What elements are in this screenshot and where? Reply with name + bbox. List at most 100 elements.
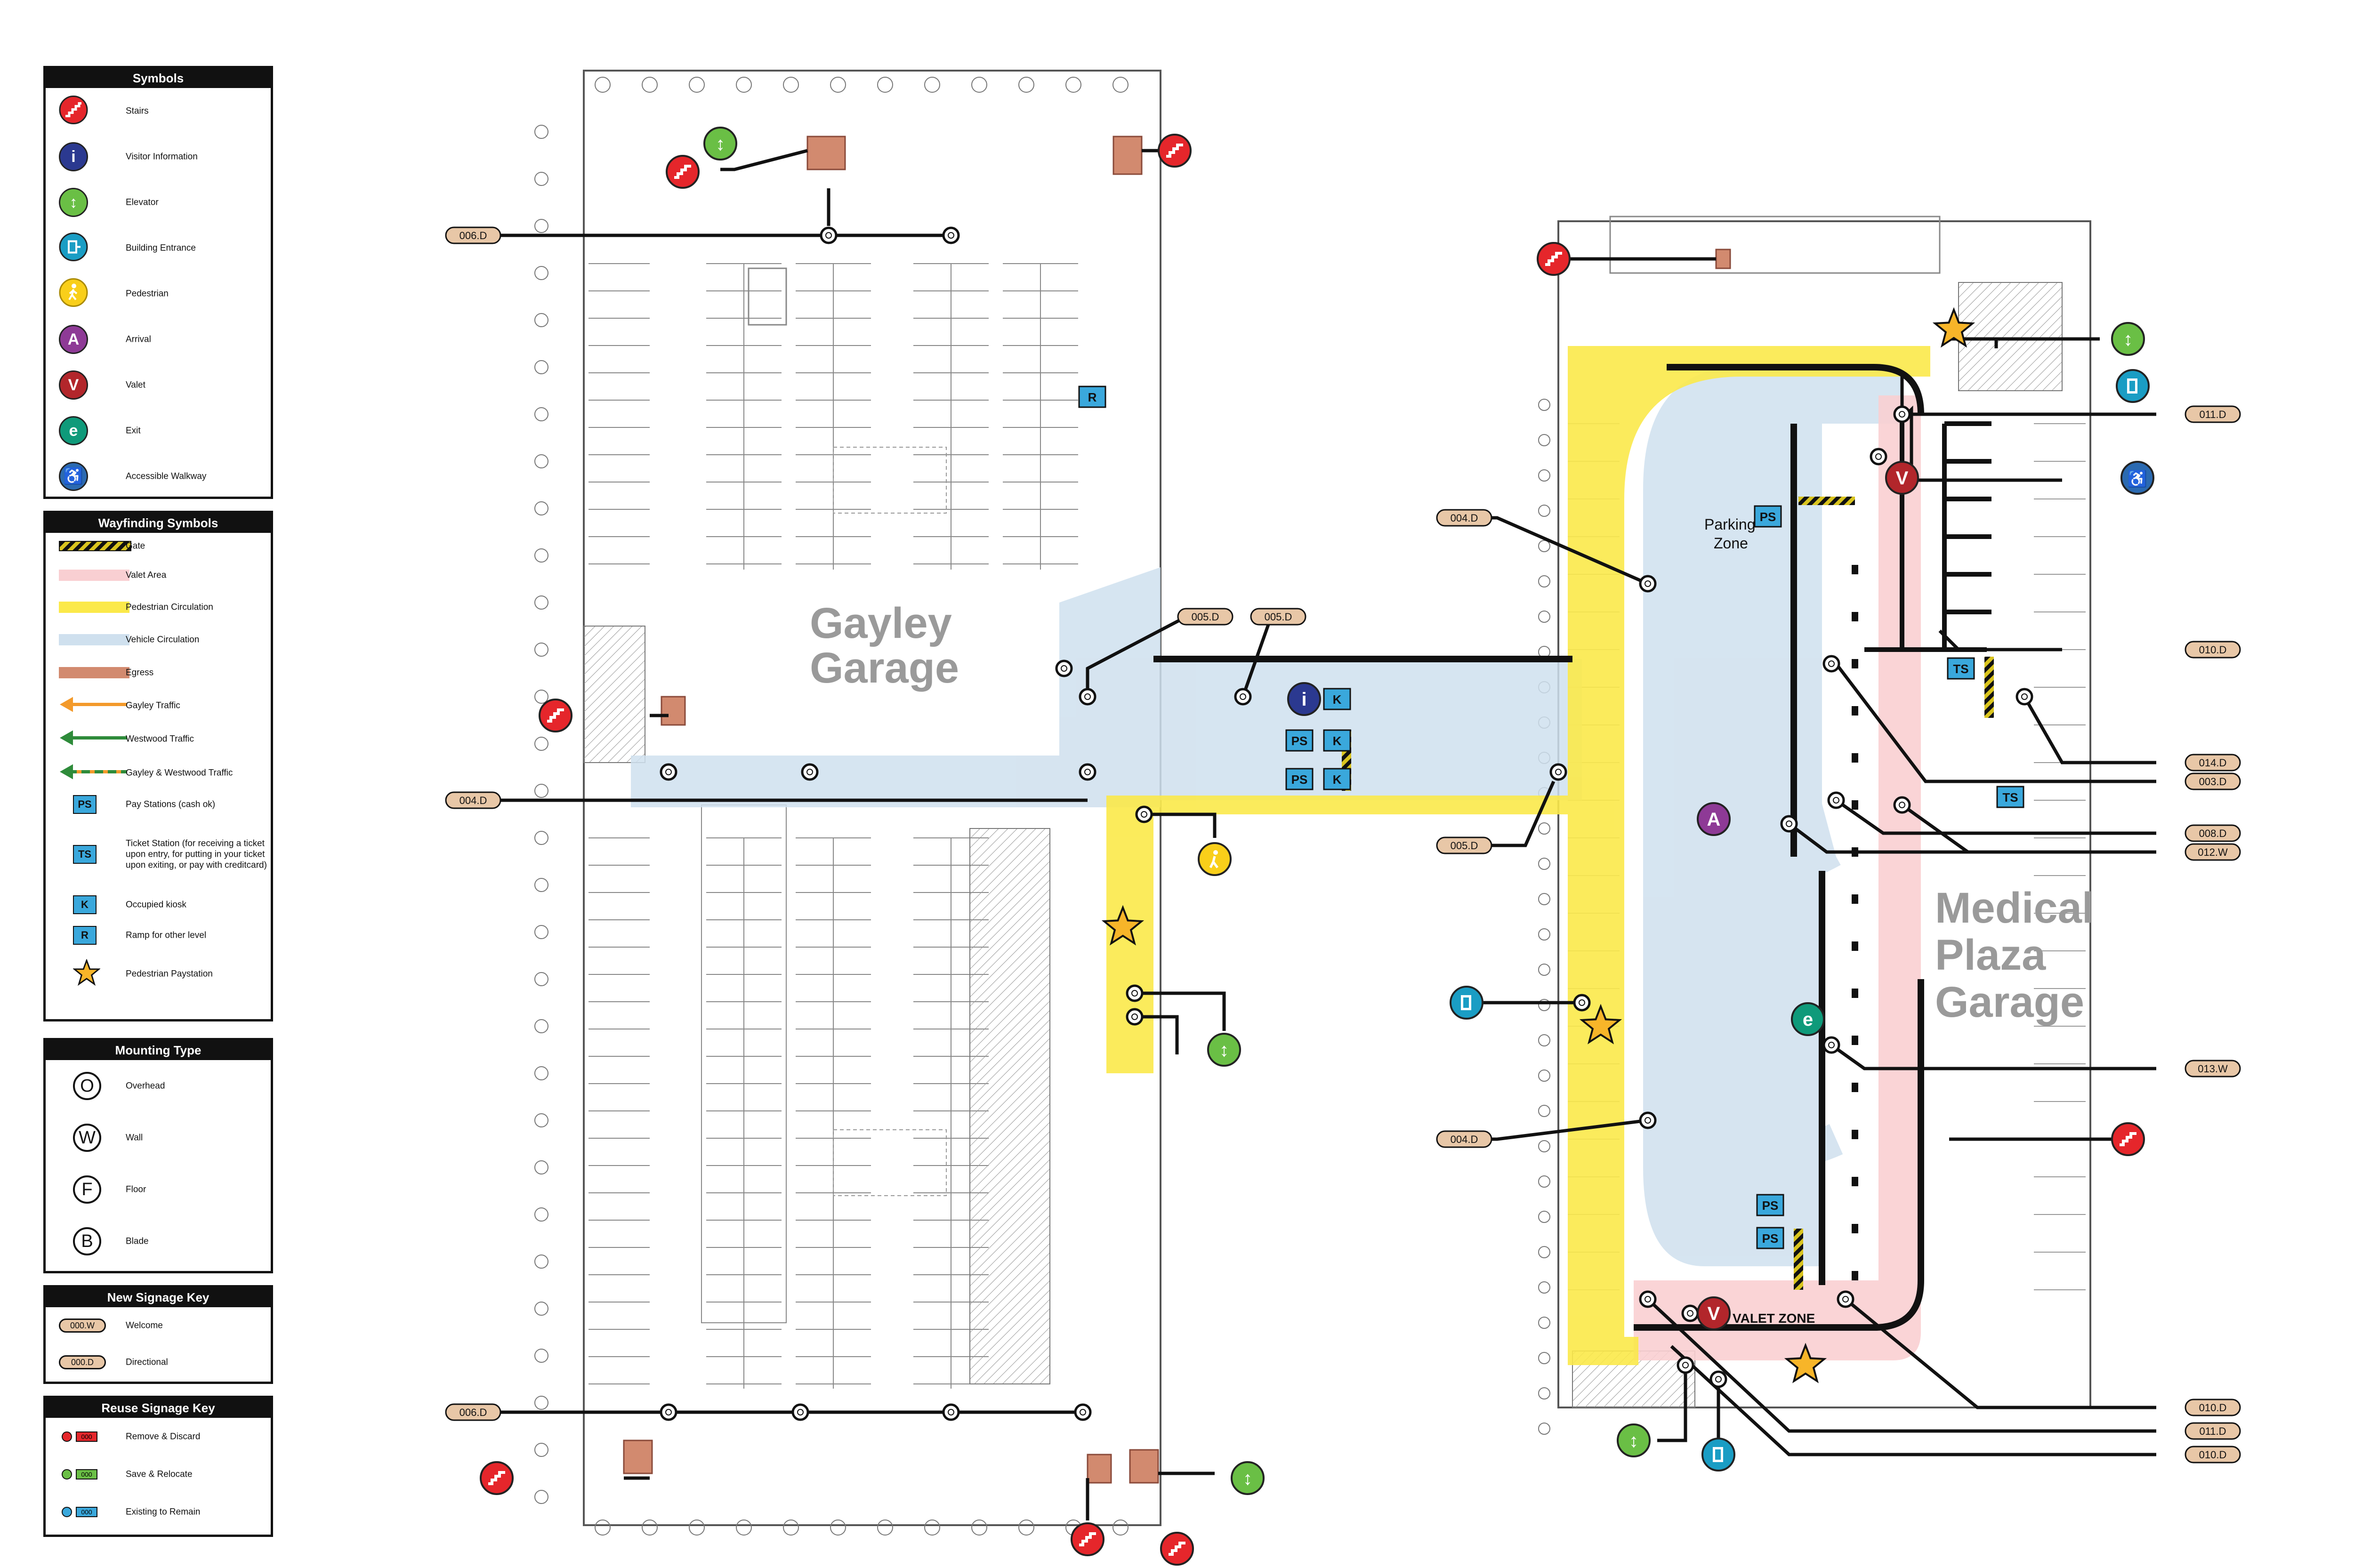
elevator-icon: ↕ <box>703 127 737 161</box>
elevator-icon: ↕ <box>1231 1461 1265 1495</box>
legend-label: Exit <box>126 426 141 435</box>
pedestrian-icon <box>59 278 88 309</box>
info-icon: i <box>1287 682 1321 716</box>
legend-label: Westwood Traffic <box>126 734 194 744</box>
legend-row-accessible: ♿Accessible Walkway <box>46 453 271 499</box>
star-icon <box>1784 1343 1827 1383</box>
ticket-station-icon: TS <box>73 845 97 864</box>
reuse-code-icon: 000 <box>76 1507 97 1517</box>
parking-zone-label-1: Parking <box>1704 516 1756 533</box>
pedestrian-icon <box>1198 842 1232 876</box>
legend-label: Pay Stations (cash ok) <box>126 799 216 810</box>
svg-text:↕: ↕ <box>1219 1040 1229 1061</box>
legend-reuse-signage-title: Reuse Signage Key <box>46 1398 271 1418</box>
sign-tag: 014.D <box>2185 754 2241 772</box>
sign-tag: 005.D <box>1177 608 1233 626</box>
reuse-code-icon: 000 <box>76 1431 97 1442</box>
vehicle-circulation-swatch-icon <box>59 634 129 645</box>
station-key-icon: PS <box>1756 1194 1784 1216</box>
pedestrian-circulation-swatch-icon <box>59 602 129 613</box>
svg-text:e: e <box>1803 1009 1813 1030</box>
station-key-icon: K <box>1323 729 1351 752</box>
svg-text:♿: ♿ <box>2128 470 2147 488</box>
arrival-icon: A <box>59 324 88 354</box>
legend-label: Valet Area <box>126 570 167 580</box>
svg-text:↕: ↕ <box>1243 1468 1252 1489</box>
sign-tag-code: 006.D <box>460 230 487 241</box>
legend-wayfinding-title: Wayfinding Symbols <box>46 513 271 533</box>
gayley-garage-label-1: Gayley <box>810 599 952 647</box>
legend-row-arrival: A Arrival <box>46 316 271 362</box>
valet-area-swatch-icon <box>59 570 129 581</box>
sign-tag: 006.D <box>445 1403 501 1421</box>
sign-tag-code: 010.D <box>2199 1402 2227 1414</box>
svg-text:PS: PS <box>1762 1231 1779 1246</box>
svg-text:V: V <box>1708 1303 1720 1324</box>
legend-row-wayfinding: TS Ticket Station (for receiving a ticket… <box>46 819 271 890</box>
elevator-icon: ↕ <box>1207 1033 1241 1067</box>
star-icon <box>1579 1004 1622 1045</box>
station-key-icon: PS <box>1756 1227 1784 1249</box>
legend-row-wayfinding: Pedestrian Circulation <box>46 591 271 623</box>
legend-label: Pedestrian Paystation <box>126 969 213 979</box>
sign-tag-code: 005.D <box>1265 611 1292 623</box>
sign-tag-code: 003.D <box>2199 776 2227 788</box>
sign-tag-code: 013.W <box>2198 1063 2228 1075</box>
station-key-icon: PS <box>1285 729 1314 752</box>
star-icon <box>1101 905 1145 946</box>
reuse-code-icon: 000 <box>76 1469 97 1480</box>
stairs-icon <box>1158 134 1192 168</box>
legend-label: Pedestrian Circulation <box>126 602 213 612</box>
legend-label: Ticket Station (for receiving a ticket u… <box>126 838 267 870</box>
valet-icon: V <box>59 370 88 400</box>
legend-label: Pedestrian <box>126 289 169 298</box>
legend-row-mounting: F Floor <box>46 1164 271 1215</box>
legend-label: Gate <box>126 541 145 551</box>
mounting-wall-icon: W <box>73 1124 101 1152</box>
valet-area <box>1634 395 1921 1360</box>
legend-row-wayfinding: Egress <box>46 656 271 689</box>
legend-label: Save & Relocate <box>126 1469 193 1480</box>
legend-row-wayfinding: Westwood Traffic <box>46 722 271 756</box>
sign-tag: 005.D <box>1250 608 1306 626</box>
mounting-blade-icon: B <box>73 1227 101 1255</box>
sign-tag-code: 005.D <box>1451 840 1478 852</box>
legend-new-signage-title: New Signage Key <box>46 1287 271 1307</box>
sign-tag: 003.D <box>2185 772 2241 790</box>
gate-swatch-icon <box>59 541 131 551</box>
legend-symbols-title: Symbols <box>46 68 271 88</box>
sign-tag-code: 005.D <box>1192 611 1219 623</box>
mounting-markers <box>660 226 2033 1421</box>
elevator-icon: ↕ <box>59 187 88 217</box>
kiosk-icon: K <box>73 895 97 914</box>
svg-text:i: i <box>1301 689 1306 710</box>
sign-tag-code: 006.D <box>460 1407 487 1418</box>
svg-text:TS: TS <box>2002 790 2018 804</box>
legend-label: Floor <box>126 1184 146 1195</box>
accessible-icon: ♿ <box>2120 461 2154 495</box>
legend-label: Building Entrance <box>126 243 196 253</box>
svg-text:↕: ↕ <box>1629 1431 1638 1451</box>
station-key-icon: K <box>1323 688 1351 710</box>
building-entrance-icon <box>1450 986 1483 1020</box>
legend-label: Arrival <box>126 334 151 344</box>
station-key-icon: K <box>1323 768 1351 790</box>
exit-icon: e <box>1791 1002 1825 1036</box>
legend-label: Ramp for other level <box>126 930 207 941</box>
station-key-icon: TS <box>1996 786 2024 808</box>
station-key-icon: TS <box>1947 657 1975 680</box>
mounting-floor-icon: F <box>73 1175 101 1204</box>
sign-tag: 011.D <box>2185 1422 2241 1440</box>
